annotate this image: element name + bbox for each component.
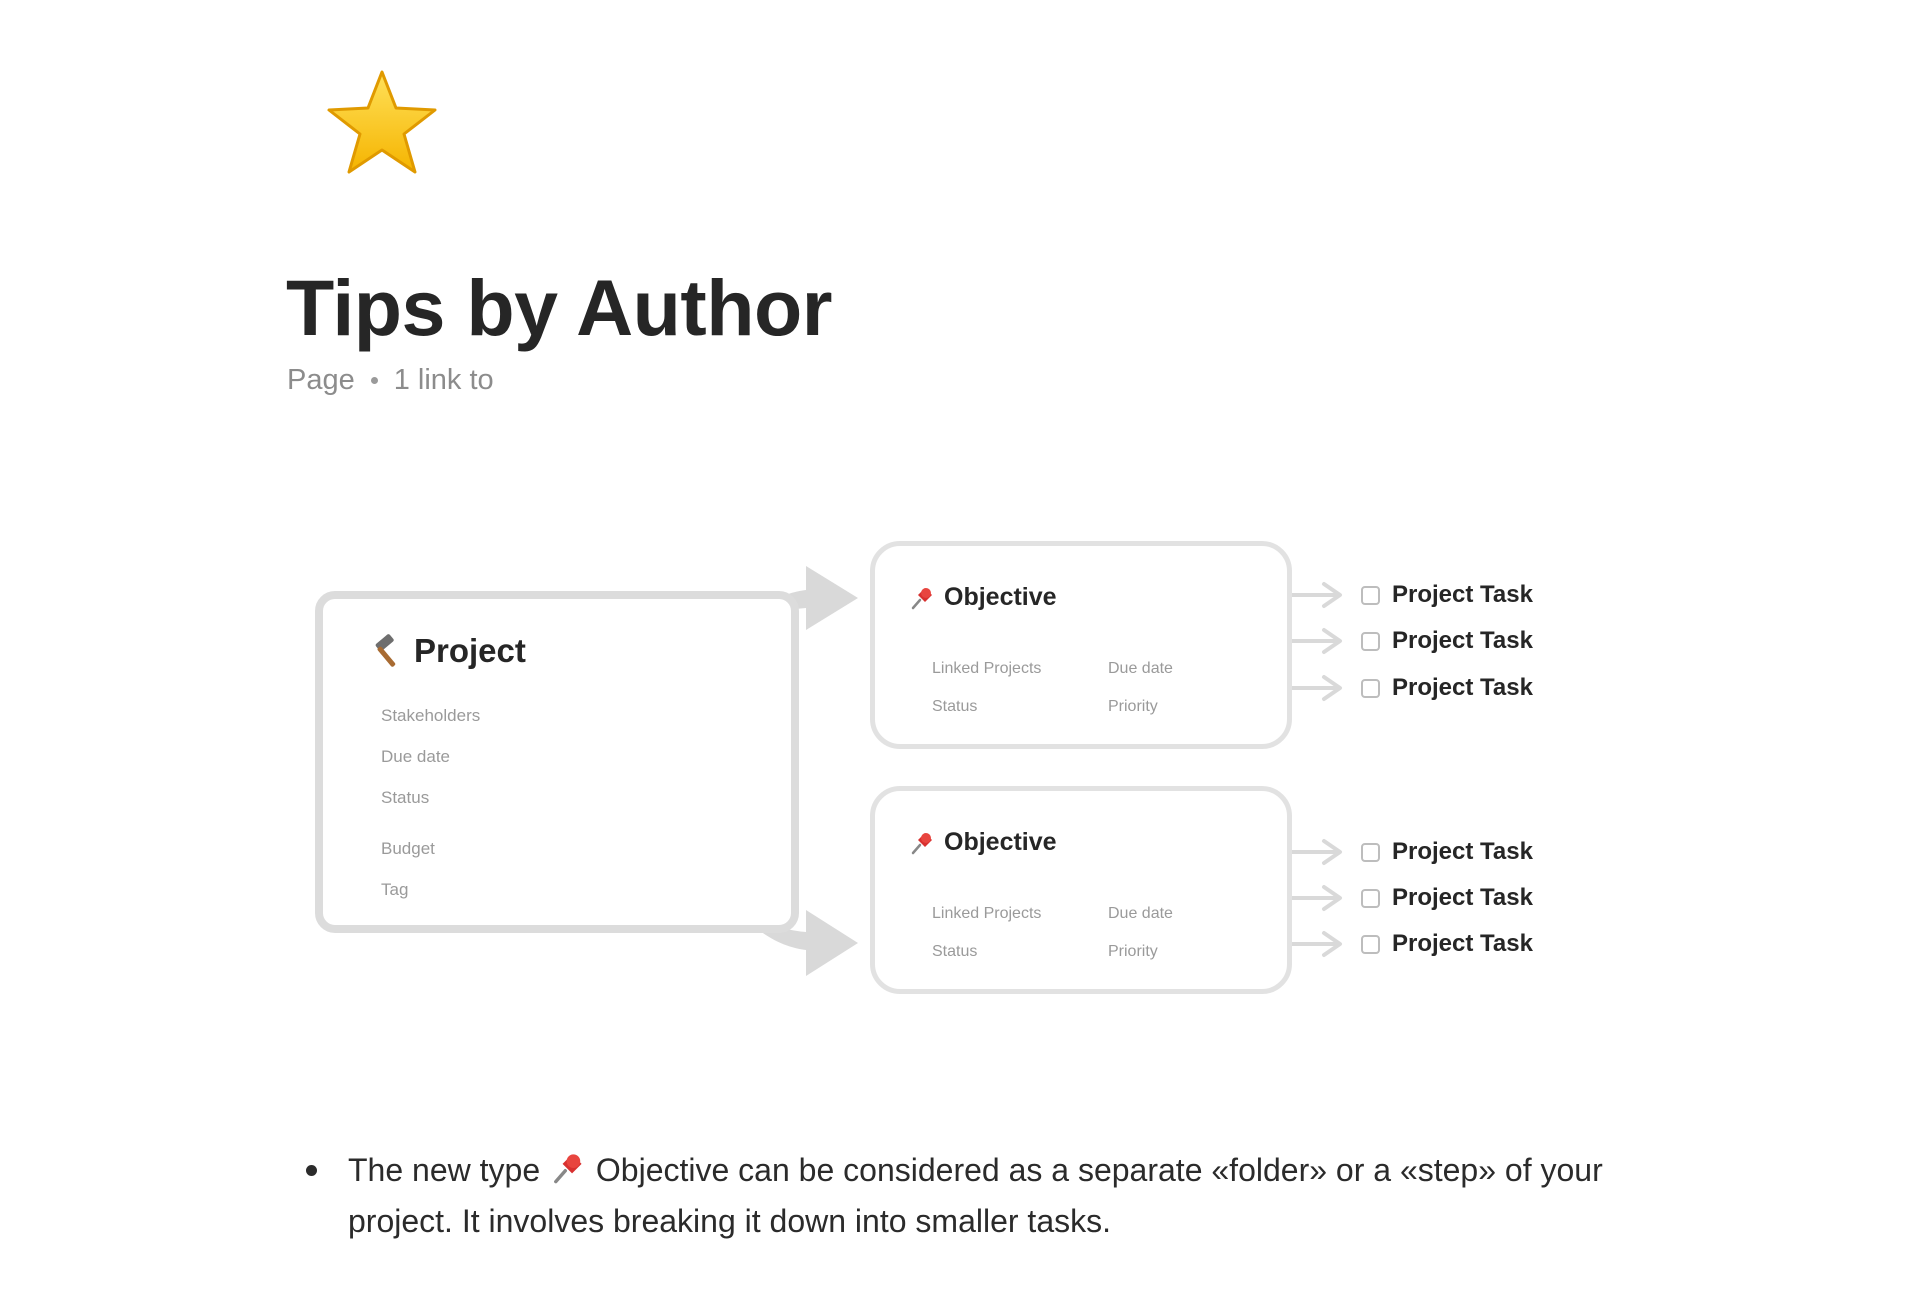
list-item[interactable]: The new type Objective can be considered… [304,1145,1704,1247]
task-item: Project Task [1361,581,1533,609]
project-property: Stakeholders [381,706,481,725]
checkbox-icon [1361,631,1380,651]
checkbox-icon [1361,678,1380,698]
project-property: Tag [381,880,409,899]
page-title[interactable]: Tips by Author [286,263,833,352]
task-item: Project Task [1361,838,1533,866]
objective-property: Status [932,698,978,715]
pushpin-icon [911,832,932,854]
objective-card [870,541,1292,749]
star-icon[interactable] [322,66,442,186]
page-type-label: Page [287,364,355,396]
bullet-text-end: Objective can be considered as a separat… [348,1152,1603,1239]
separator-dot [370,377,378,384]
bullet-text-start: The new type [348,1152,549,1188]
objective-property: Priority [1108,698,1158,715]
objective-property: Due date [1108,905,1173,922]
pushpin-icon [911,587,932,609]
project-property: Status [381,788,430,807]
hammer-icon [375,634,396,667]
objective-property: Linked Projects [932,660,1042,677]
objective-property: Due date [1108,660,1173,677]
task-item: Project Task [1361,627,1533,655]
objective-property: Priority [1108,943,1158,960]
checkbox-icon [1361,842,1380,862]
task-item: Project Task [1361,930,1533,958]
project-property: Due date [381,747,450,766]
task-item: Project Task [1361,884,1533,912]
checkbox-icon [1361,888,1380,908]
bulleted-list: The new type Objective can be considered… [304,1145,1704,1247]
project-property: Budget [381,839,435,858]
objective-property: Linked Projects [932,905,1042,922]
pushpin-icon [554,1154,582,1184]
objective-title: Objective [908,583,1057,612]
checkbox-icon [1361,934,1380,954]
page-meta: Page 1 link to [287,364,494,397]
checkbox-icon [1361,585,1380,605]
objective-property: Status [932,943,978,960]
objective-card [870,786,1292,994]
task-item: Project Task [1361,674,1533,702]
project-card [315,591,799,933]
bullet-icon [306,1165,317,1176]
objective-title: Objective [908,828,1057,857]
project-title: Project [370,632,526,670]
backlinks-link[interactable]: 1 link to [393,364,494,396]
